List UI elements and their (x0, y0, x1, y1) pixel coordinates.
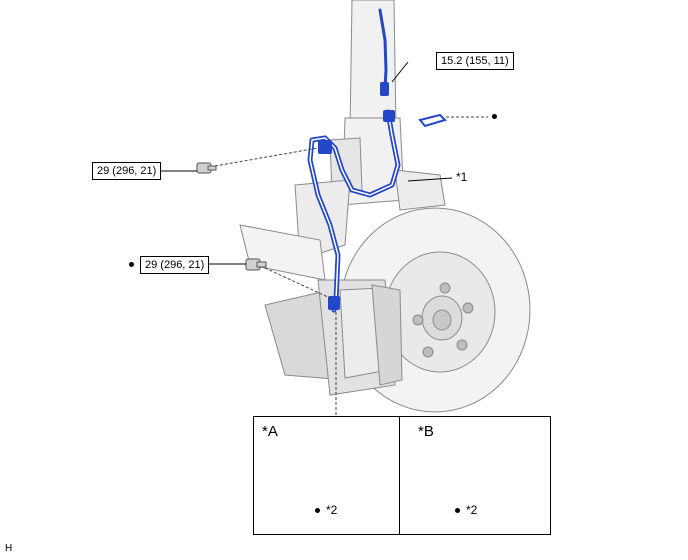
bullet-marker-clip (492, 114, 497, 119)
lower-bolt-torque-callout: 29 (296, 21) (140, 256, 210, 274)
bullet-marker-lower-bolt (129, 262, 134, 267)
bullet-marker-detail-a (315, 508, 320, 513)
inset-divider (399, 417, 400, 534)
corner-mark: H (5, 543, 13, 554)
detail-b-title: *B (418, 423, 434, 440)
bullet-marker-detail-b (455, 508, 460, 513)
brake-hose (307, 8, 401, 313)
hose-clip (418, 113, 447, 128)
upper-bolt (196, 162, 217, 174)
detail-a-item-label: *2 (326, 503, 338, 517)
detail-inset-box: *A *B (253, 416, 551, 535)
part-1-label: *1 (456, 170, 468, 184)
hose-union-torque-callout: 15.2 (155, 11) (436, 52, 514, 70)
upper-bolt-torque-callout: 29 (296, 21) (92, 162, 162, 180)
detail-b-item-label: *2 (466, 503, 478, 517)
detail-a-title: *A (262, 423, 278, 440)
